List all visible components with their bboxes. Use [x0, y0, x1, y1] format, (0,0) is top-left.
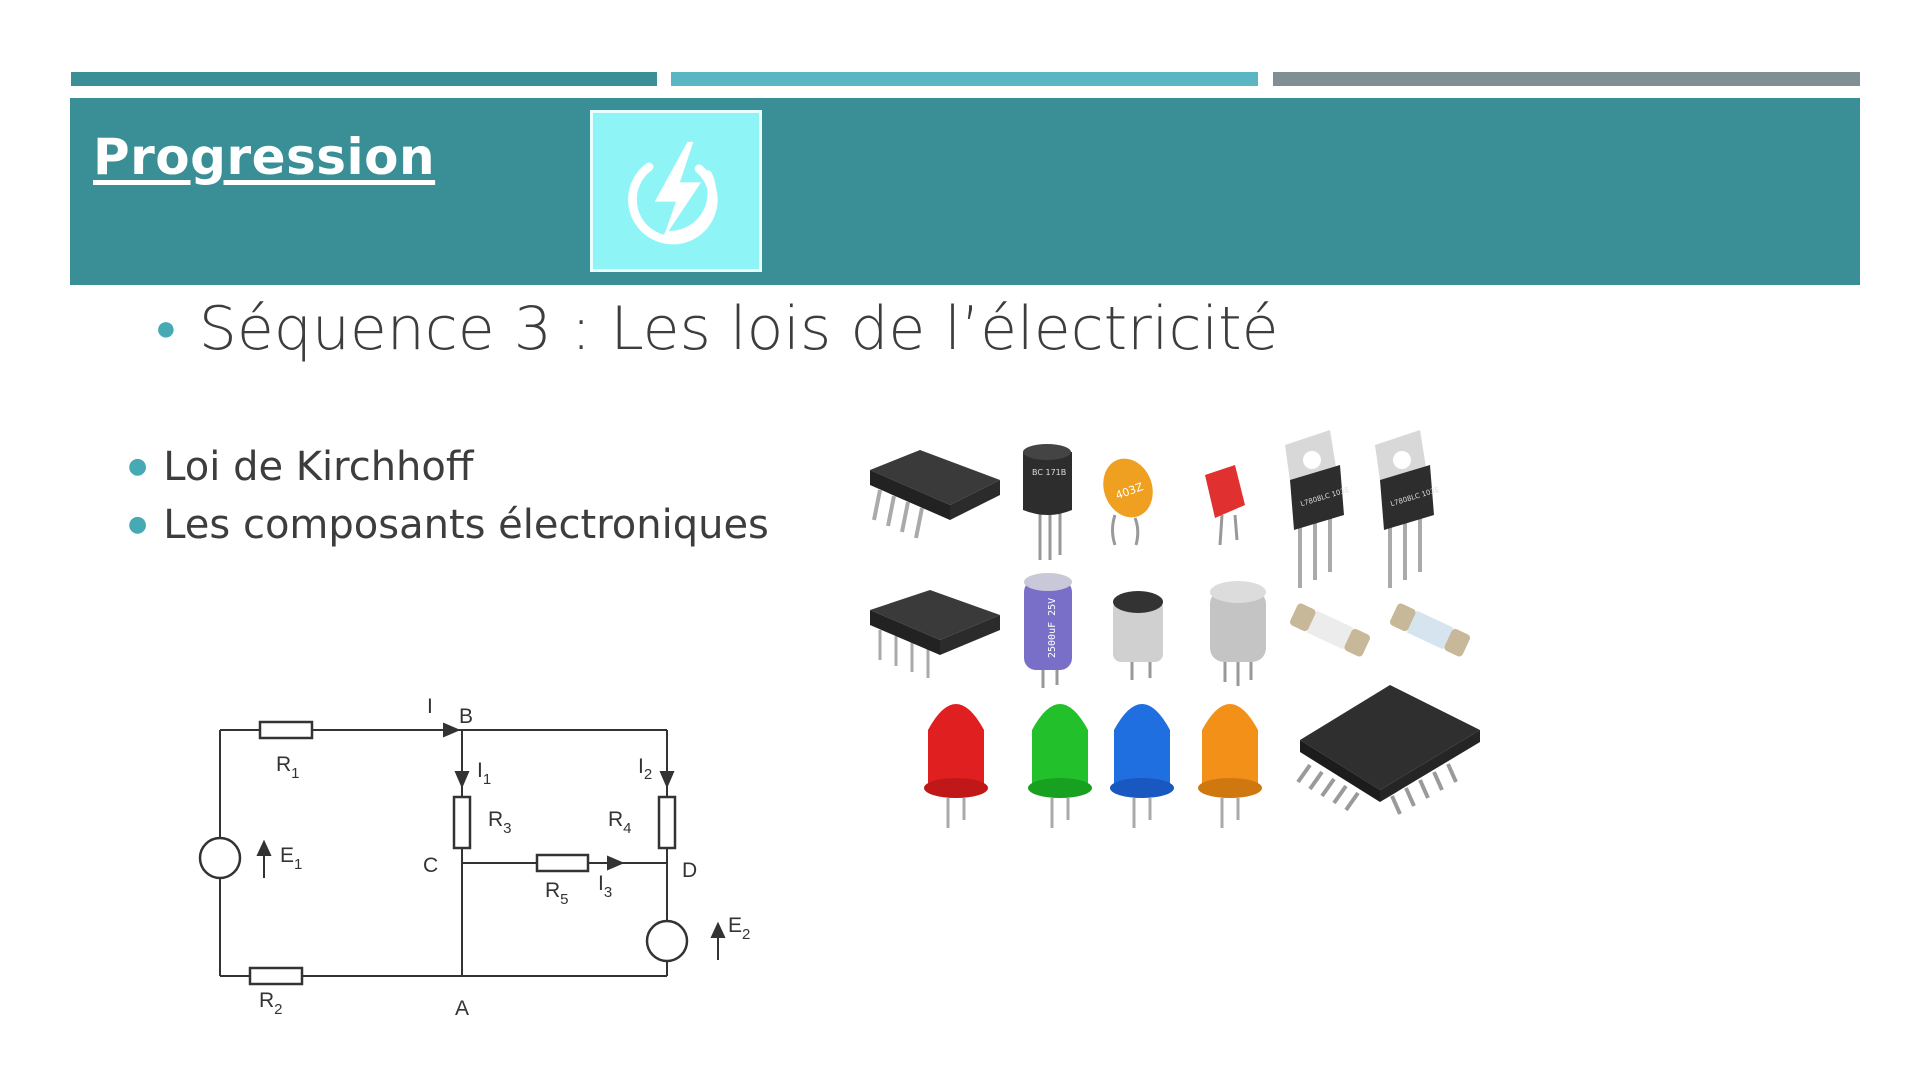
dip-chip	[870, 590, 1000, 678]
label-i2: I2	[638, 755, 652, 783]
label-i: I	[427, 695, 433, 718]
label-r4: R4	[608, 808, 632, 837]
accent-bar-3	[1273, 72, 1860, 86]
sequence-heading: ● Séquence 3 : Les lois de l’électricité	[155, 294, 1279, 364]
voltage-regulator-2: L7808LC 103E	[1375, 430, 1440, 588]
label-node-c: C	[423, 854, 438, 877]
bullet-dot: ●	[155, 308, 177, 349]
ceramic-capacitor: 403Z	[1103, 458, 1153, 546]
list-item: ● Loi de Kirchhoff	[128, 438, 769, 496]
glass-fuse-1	[1289, 603, 1371, 657]
resistor-r3	[452, 795, 472, 850]
lightning-icon	[628, 141, 718, 245]
resistor-r2	[248, 966, 304, 986]
led-green	[1028, 704, 1092, 828]
resistor-r5	[535, 853, 590, 873]
label-i1: I1	[477, 759, 491, 788]
bullet-dot: ●	[128, 512, 148, 537]
led-orange	[1198, 704, 1262, 828]
label-r3: R3	[488, 808, 512, 837]
glass-fuse-2	[1389, 603, 1471, 657]
label-e1: E1	[280, 844, 302, 873]
bullet-list: ● Loi de Kirchhoff ● Les composants élec…	[128, 438, 769, 554]
transistor: BC 171B	[1023, 444, 1072, 560]
label-node-d: D	[682, 859, 697, 882]
voltage-regulator-1: L7808LC 103E	[1285, 430, 1350, 588]
crystal-oscillator	[1210, 581, 1266, 686]
source-e2	[645, 919, 689, 963]
accent-bar-1	[71, 72, 657, 86]
label-node-b: B	[459, 705, 473, 728]
title-banner	[70, 98, 1860, 285]
led-red	[924, 704, 988, 828]
electrolytic-label: 2500uF 25V	[1047, 598, 1058, 658]
bullet-dot: ●	[128, 454, 148, 479]
smd-capacitor	[1113, 591, 1163, 680]
resistor-r1	[258, 720, 314, 740]
qfp-chip	[1296, 685, 1480, 815]
kirchhoff-circuit-diagram: I B R1 I1 I2 R3 R4 E1 C D R5 I3 E2 R2 A	[198, 695, 750, 1020]
label-e2: E2	[728, 914, 750, 943]
film-capacitor	[1205, 465, 1245, 546]
label-r2: R2	[259, 989, 283, 1018]
source-e1	[198, 836, 242, 880]
led-blue	[1110, 704, 1174, 828]
list-item-text: Loi de Kirchhoff	[163, 444, 474, 490]
label-node-a: A	[455, 997, 469, 1020]
sequence-text: Séquence 3 : Les lois de l’électricité	[198, 294, 1279, 364]
electronic-components-illustration: BC 171B 403Z L7808LC 103E L7808LC 103E 2…	[870, 430, 1480, 828]
logo-box	[590, 110, 762, 272]
label-i3: I3	[598, 872, 612, 901]
label-r1: R1	[276, 753, 300, 782]
soic-chip	[870, 450, 1000, 539]
electrolytic-capacitor: 2500uF 25V	[1024, 573, 1072, 688]
transistor-label: BC 171B	[1032, 468, 1066, 477]
list-item: ● Les composants électroniques	[128, 496, 769, 554]
list-item-text: Les composants électroniques	[163, 502, 769, 548]
accent-bar-2	[671, 72, 1258, 86]
resistor-r4	[657, 795, 677, 850]
label-r5: R5	[545, 879, 569, 908]
slide-title: Progression	[93, 128, 436, 186]
